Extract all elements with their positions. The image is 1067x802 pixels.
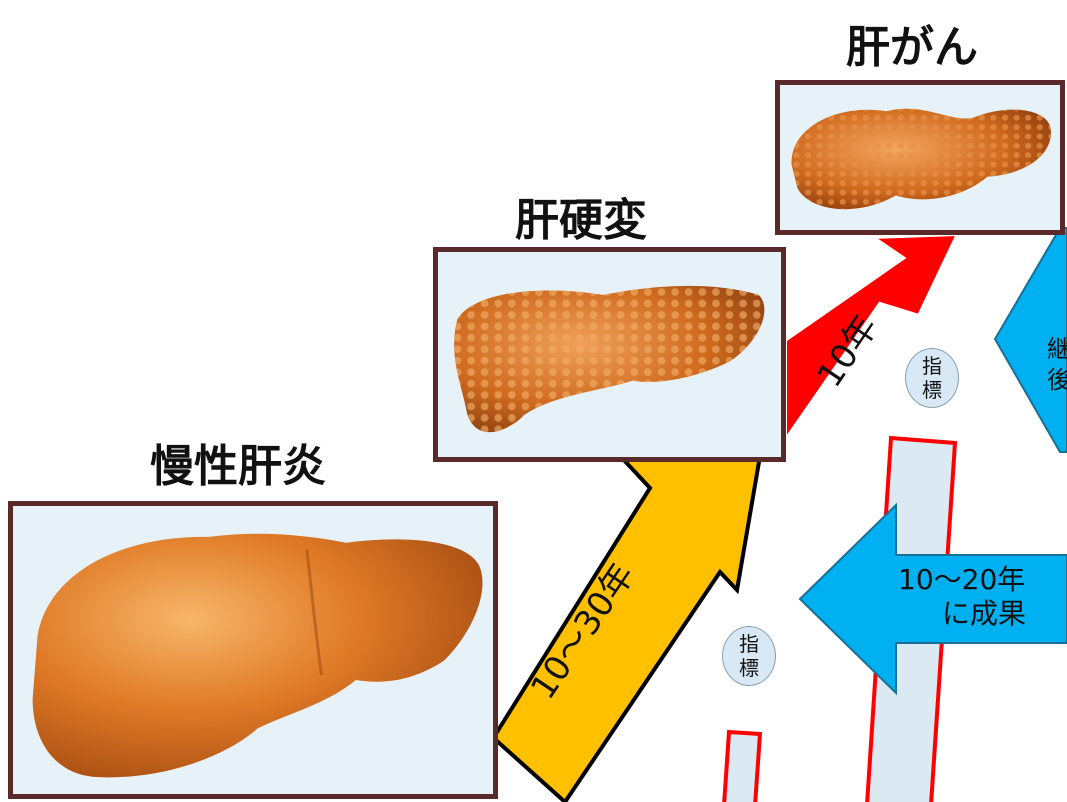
indicator-char-1: 指: [739, 632, 759, 656]
indicator-badge-upper: 指 標: [905, 348, 959, 408]
upper-blue-text-b: 後: [1047, 366, 1067, 394]
indicator-char-2: 標: [922, 378, 942, 402]
blue-arrow-upper: [993, 227, 1067, 453]
cirrhosis-image: [433, 247, 786, 462]
blue-arrow-lower: [798, 502, 1067, 696]
indicator-char-1: 指: [922, 354, 942, 378]
red-arrow: [783, 231, 962, 448]
blue-arrow-text-line1: 10〜20年: [898, 563, 1026, 596]
stage-title-liver-cancer: 肝がん: [846, 22, 978, 73]
indicator-char-2: 標: [739, 656, 759, 680]
blue-arrow-text-line2: に成果: [942, 597, 1027, 630]
upper-blue-text-a: 継: [1047, 335, 1067, 363]
stage-title-cirrhosis: 肝硬変: [515, 195, 647, 246]
chronic-hepatitis-image: [8, 501, 498, 799]
liver-cancer-image: [775, 80, 1065, 235]
orange-arrow: [486, 453, 763, 802]
stage-title-chronic-hepatitis: 慢性肝炎: [150, 441, 326, 492]
indicator-badge-lower: 指 標: [722, 626, 776, 686]
indicator-bar-left: [722, 729, 763, 802]
